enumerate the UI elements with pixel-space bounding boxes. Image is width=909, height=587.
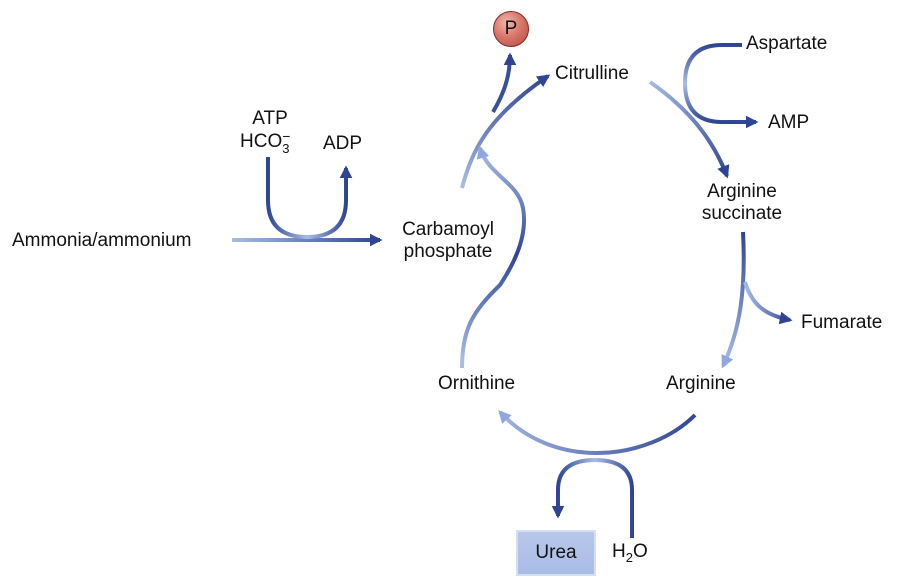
ammonia-label: Ammonia/ammonium [12, 230, 192, 251]
carbamoyl-phosphate-line1: Carbamoyl [402, 219, 494, 240]
urea-box: Urea [516, 530, 596, 576]
arrow-atp-to-adp [266, 157, 353, 240]
arrow-carbamoyl-to-citrulline [460, 74, 551, 189]
arrow-citrulline-to-argininosuccinate [648, 80, 730, 179]
phosphate-label: P [504, 18, 518, 39]
arrow-aspartate-to-amp [682, 43, 759, 129]
amp-label: AMP [768, 112, 810, 133]
arrow-water-to-urea [551, 457, 634, 538]
phosphate-icon: P [493, 11, 529, 47]
atp-label: ATP [252, 108, 288, 129]
arginine-node: Arginine [666, 373, 736, 394]
argininosuccinate-node: Arginine succinate [680, 181, 804, 225]
arrow-argininosuccinate-to-arginine [721, 231, 746, 369]
arrow-ornithine-to-carbamoyl [460, 145, 527, 369]
carbamoyl-phosphate-line2: phosphate [403, 241, 493, 262]
carbamoyl-phosphate-node: Carbamoyl phosphate [380, 219, 516, 263]
citrulline-node: Citrulline [555, 63, 629, 84]
aspartate-label: Aspartate [746, 33, 828, 54]
adp-label: ADP [323, 133, 363, 154]
bicarbonate-label: HCO−3 [240, 128, 291, 156]
arrow-arginine-to-ornithine [498, 410, 697, 455]
water-label: H2O [612, 541, 648, 565]
fumarate-label: Fumarate [801, 312, 883, 333]
arrow-phosphate-release [491, 52, 517, 114]
urea-label: Urea [535, 542, 577, 563]
arrow-fumarate-release [743, 281, 793, 325]
ornithine-node: Ornithine [438, 373, 516, 394]
argininosuccinate-line2: succinate [701, 203, 783, 224]
argininosuccinate-line1: Arginine [707, 181, 777, 202]
